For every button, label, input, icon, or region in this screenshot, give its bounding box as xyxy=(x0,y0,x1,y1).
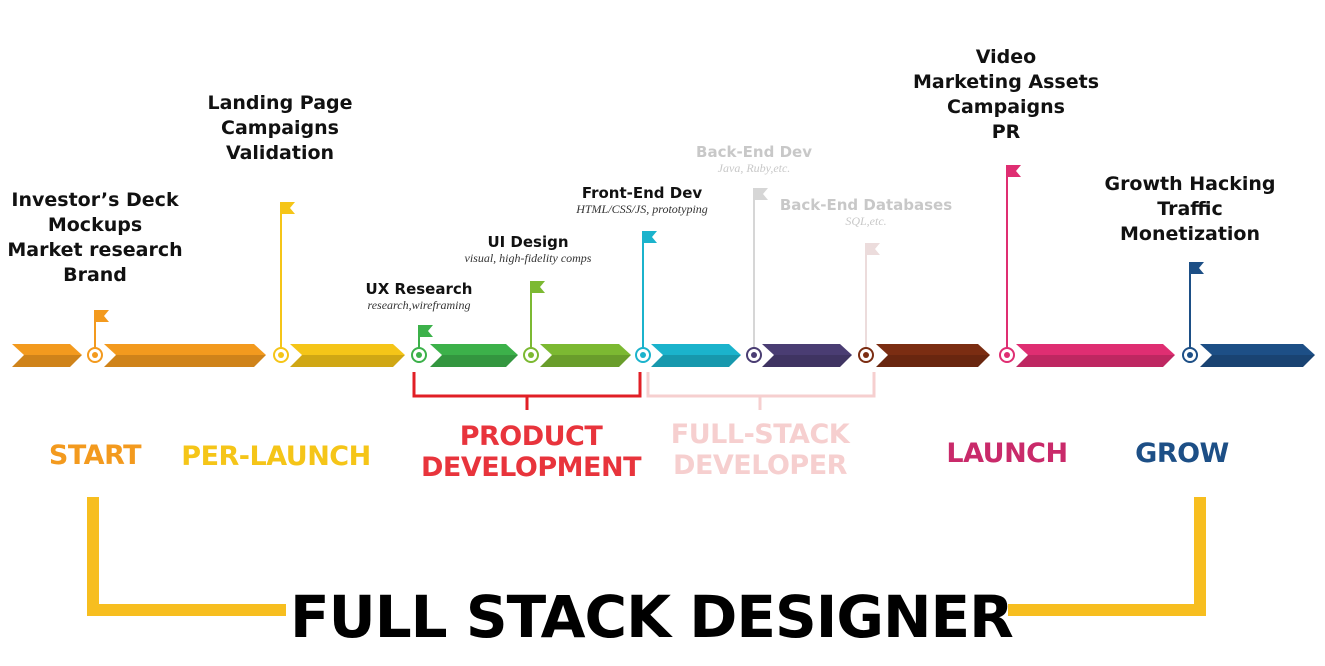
arrow-launch-bottom xyxy=(1016,355,1175,367)
flag-icon-prelaunch xyxy=(281,202,295,214)
flag-icon-ui-design xyxy=(531,281,545,293)
milestone-label-databases: Back-End Databases SQL,etc. xyxy=(779,196,953,228)
stage-full-stack-developer: FULL-STACK DEVELOPER xyxy=(670,419,850,481)
milestone-label-back-end: Back-End Dev Java, Ruby,etc. xyxy=(696,143,812,175)
bracket-full-stack-developer xyxy=(646,372,876,410)
flag-icon-start xyxy=(95,310,109,322)
page-title: FULL STACK DESIGNER xyxy=(290,583,1014,651)
node-dot-back-end xyxy=(751,352,757,358)
flag-icon-grow xyxy=(1190,262,1204,274)
arrow-grow-bottom xyxy=(1200,355,1315,367)
arrow-frontend-bottom xyxy=(651,355,741,367)
milestone-label-launch: Video Marketing Assets Campaigns PR xyxy=(912,46,1100,143)
stage-prelaunch: PER-LAUNCH xyxy=(181,441,371,472)
node-dot-grow xyxy=(1187,352,1193,358)
node-dot-front-end xyxy=(640,352,646,358)
arrow-databases-bottom xyxy=(876,355,990,367)
arrow-databases-top xyxy=(876,344,990,355)
arrow-prelaunch-bottom xyxy=(290,355,405,367)
title-bracket-left xyxy=(87,497,286,616)
stage-product-development: PRODUCT DEVELOPMENT xyxy=(420,421,642,483)
arrow-ui-bottom xyxy=(540,355,631,367)
node-dot-databases xyxy=(863,352,869,358)
stage-grow: GROW xyxy=(1135,438,1229,469)
node-dot-ui-design xyxy=(528,352,534,358)
arrow-launch-top xyxy=(1016,344,1175,355)
arrow-start-a-bottom xyxy=(12,355,82,367)
arrow-backend-bottom xyxy=(762,355,852,367)
arrow-ux-bottom xyxy=(430,355,518,367)
milestone-label-start: Investor’s Deck Mockups Market research … xyxy=(7,189,183,286)
arrow-prelaunch-top xyxy=(290,344,405,355)
node-dot-ux-research xyxy=(416,352,422,358)
arrow-frontend-top xyxy=(651,344,741,355)
bracket-product-development xyxy=(412,372,642,410)
arrow-start-b-bottom xyxy=(104,355,266,367)
flag-icon-databases xyxy=(866,243,880,255)
milestone-label-prelaunch: Landing Page Campaigns Validation xyxy=(207,92,353,164)
arrow-ui-top xyxy=(540,344,631,355)
node-dot-launch xyxy=(1004,352,1010,358)
stage-start: START xyxy=(48,440,142,471)
stage-launch: LAUNCH xyxy=(946,438,1068,469)
milestone-label-ui-design: UI Design visual, high-fidelity comps xyxy=(464,233,592,265)
arrow-backend-top xyxy=(762,344,852,355)
milestone-label-grow: Growth Hacking Traffic Monetization xyxy=(1104,173,1276,245)
arrow-start-a-top xyxy=(12,344,82,355)
flag-icon-launch xyxy=(1007,165,1021,177)
node-dot-start xyxy=(92,352,98,358)
flag-icon-back-end xyxy=(754,188,768,200)
node-dot-prelaunch xyxy=(278,352,284,358)
milestone-label-ux-research: UX Research research,wireframing xyxy=(365,280,473,312)
arrow-start-b-top xyxy=(104,344,266,355)
arrow-ux-top xyxy=(430,344,518,355)
flag-icon-front-end xyxy=(643,231,657,243)
flag-icon-ux-research xyxy=(419,325,433,337)
arrow-grow-top xyxy=(1200,344,1315,355)
milestone-label-front-end: Front-End Dev HTML/CSS/JS, prototyping xyxy=(576,184,708,216)
title-bracket-right xyxy=(1008,497,1206,616)
